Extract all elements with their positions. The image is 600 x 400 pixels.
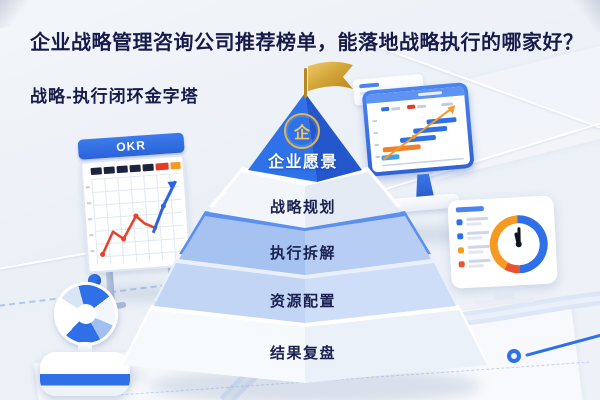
monitor-screen	[365, 86, 471, 173]
route-node-ring	[507, 349, 521, 363]
pyramid-level-5	[123, 305, 487, 383]
okr-board-panel	[80, 154, 192, 274]
pedestal-base	[40, 352, 130, 396]
pyramid-level-4	[154, 258, 456, 323]
pie-pedestal	[36, 270, 146, 396]
page-subtitle: 战略-执行闭环金字塔	[30, 87, 199, 106]
pie-center-hole	[73, 301, 99, 327]
okr-line-chart	[85, 180, 178, 257]
page-title: 企业战略管理咨询公司推荐榜单，能落地战略执行的哪家好？	[30, 32, 584, 54]
gantt-trend-line	[382, 105, 464, 167]
pyramid-label-planning: 战略规划	[269, 199, 336, 216]
strategy-pyramid	[123, 61, 487, 383]
gantt-monitor	[352, 73, 487, 242]
pyramid-level-3	[179, 211, 431, 275]
okr-board: OKR	[75, 132, 198, 313]
monitor-bezel	[361, 81, 475, 177]
pyramid-label-execution: 执行拆解	[269, 245, 336, 262]
clock-center-dot	[515, 241, 522, 248]
pyramid-level-2	[209, 167, 401, 228]
gold-flag-icon	[304, 61, 353, 98]
pedestal-stem	[78, 342, 92, 354]
pyramid-label-vision: 企业愿景	[267, 154, 338, 171]
pyramid-label-review: 结果复盘	[269, 345, 336, 362]
pyramid-label-resources: 资源配置	[269, 293, 336, 310]
enterprise-badge-icon: 企	[284, 113, 320, 149]
